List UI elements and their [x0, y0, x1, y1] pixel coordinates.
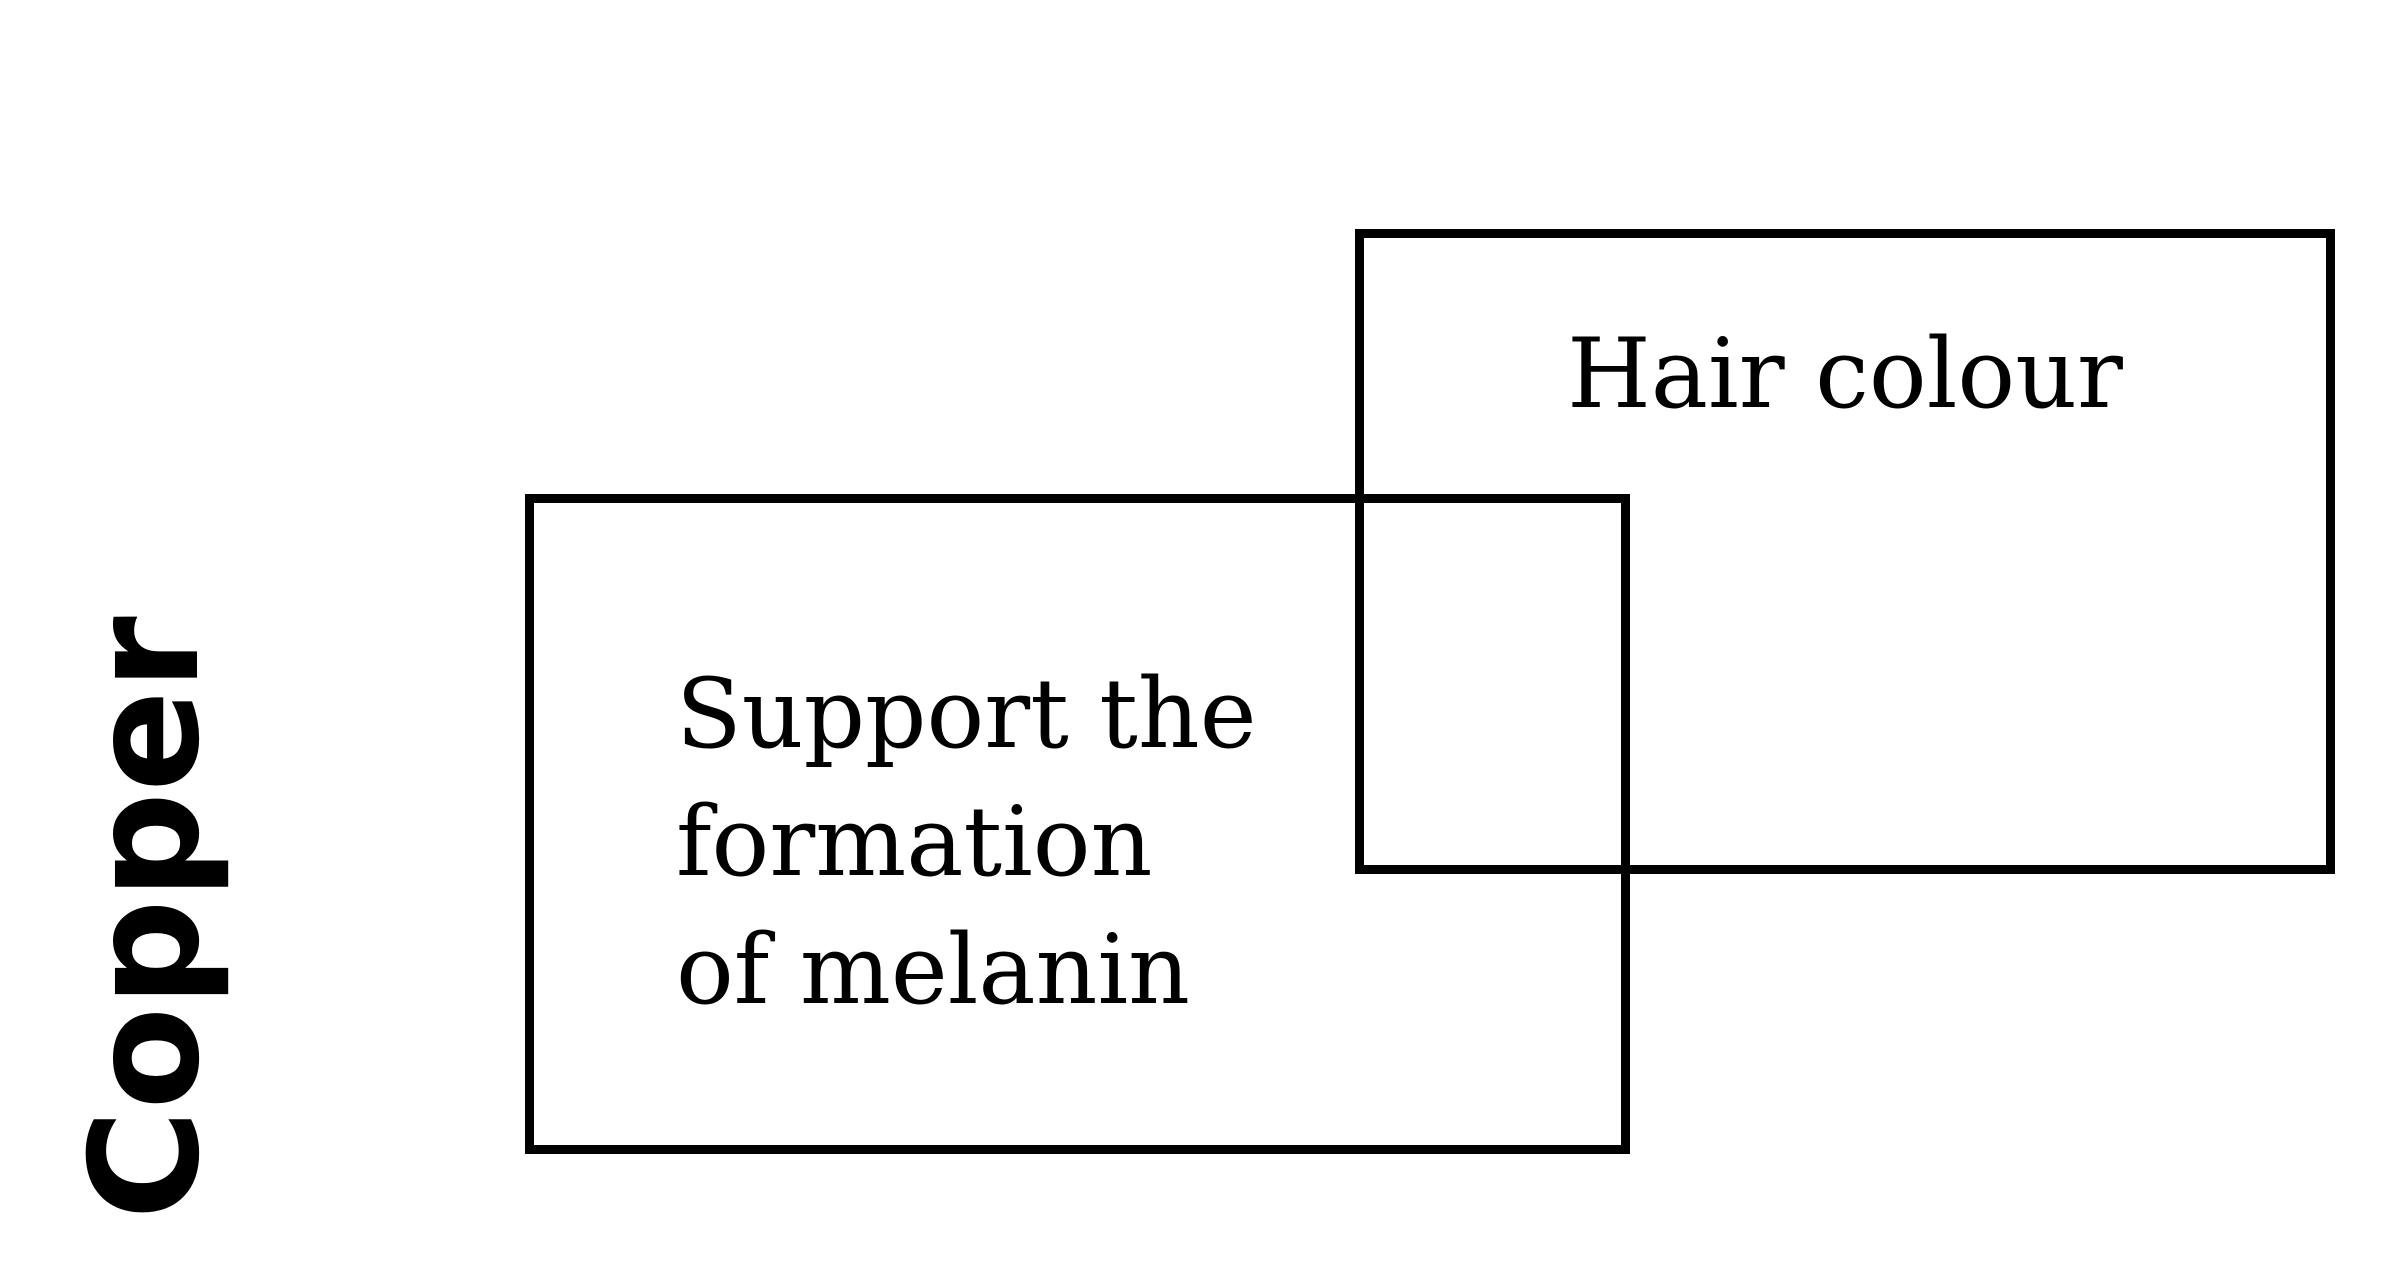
hair-colour-box	[1355, 229, 2335, 874]
hair-colour-label: Hair colour	[1567, 318, 2123, 430]
melanin-box	[525, 494, 1630, 1154]
copper-label: Copper	[59, 616, 233, 1220]
melanin-label: Support the formation of melanin	[676, 658, 1257, 1026]
